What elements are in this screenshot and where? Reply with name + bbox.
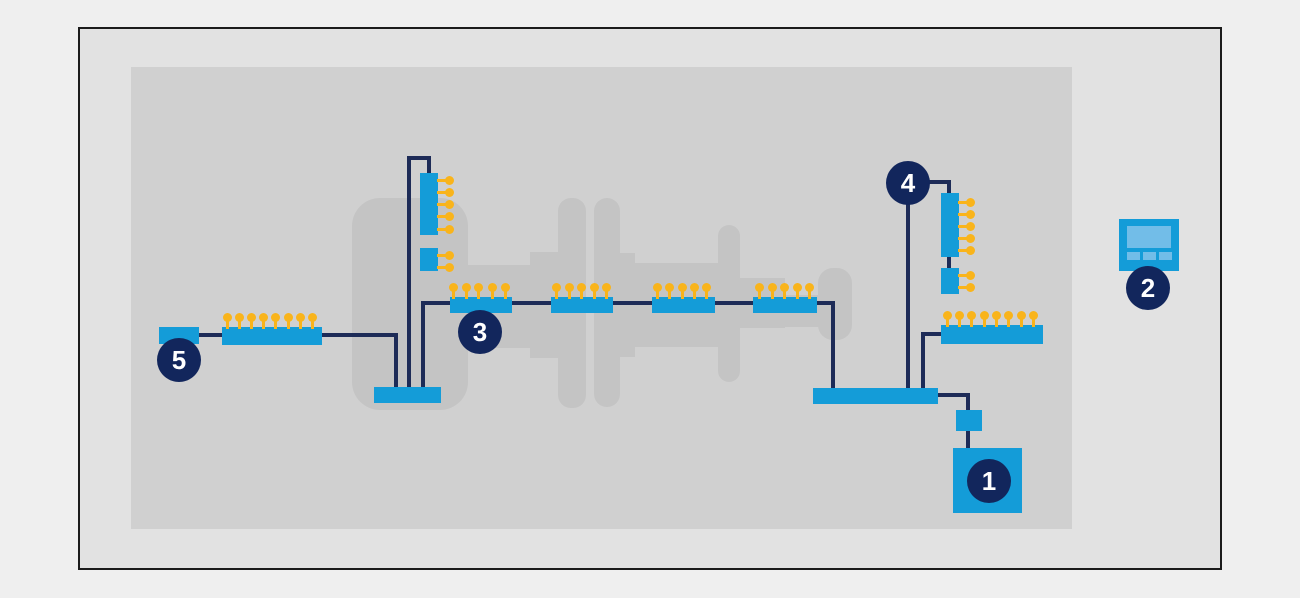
pin-icon [958,271,975,280]
bus-io-bar-2 [551,297,613,313]
bus-io-bar-3 [652,297,715,313]
cable-terminal-box-link [199,333,223,337]
cable-right-strip-horizontal [921,332,944,336]
pin-icon [437,263,454,272]
left-vertical-io-module-small [420,248,438,271]
pin-icon [437,200,454,209]
pin-icon [665,283,674,299]
cable-junction-to-coupler-horizontal [937,393,970,397]
callout-badge-1: 1 [967,459,1011,503]
pin-icon [958,222,975,231]
cable-bus-left-drop [421,301,425,389]
pin-icon [1004,311,1013,327]
pin-icon [488,283,497,299]
pin-icon [437,176,454,185]
pin-icon [780,283,789,299]
right-vertical-io-module [941,193,959,257]
pin-icon [501,283,510,299]
pin-icon [690,283,699,299]
pin-icon [474,283,483,299]
pin-icon [235,313,244,329]
pin-icon [702,283,711,299]
pin-icon [1029,311,1038,327]
bus-io-bar-4 [753,297,817,313]
left-junction-bar [374,387,441,403]
pin-icon [1017,311,1026,327]
pin-icon [577,283,586,299]
pin-icon [678,283,687,299]
cable-left-strip-to-junction [322,333,398,337]
pin-icon [958,283,975,292]
pin-icon [552,283,561,299]
cable-callout4-module-drop [947,180,951,195]
hmi-screen [1127,226,1171,248]
pin-icon [437,251,454,260]
cable-left-module-riser [407,156,411,389]
pin-icon [967,311,976,327]
hmi-button-1 [1127,252,1140,260]
cable-right-module-connector [947,257,951,269]
pin-icon [462,283,471,299]
right-vertical-io-module-small [941,268,959,294]
cable-bus-right-drop [831,301,835,389]
pin-icon [565,283,574,299]
hmi-display-device [1119,219,1179,271]
pin-icon [284,313,293,329]
pin-icon [955,311,964,327]
cable-left-strip-drop [394,333,398,389]
pin-icon [296,313,305,329]
callout-badge-5: 5 [157,338,201,382]
pin-icon [308,313,317,329]
cable-callout4-riser [906,202,910,389]
pin-icon [768,283,777,299]
left-io-terminal-strip [222,327,322,345]
pin-icon [805,283,814,299]
pin-icon [980,311,989,327]
pin-icon [958,234,975,243]
pin-icon [271,313,280,329]
cable-callout4-horizontal [926,180,951,184]
cable-coupler-drop-bottom [966,430,970,449]
pin-icon [793,283,802,299]
pin-icon [449,283,458,299]
pin-icon [958,210,975,219]
callout-badge-3: 3 [458,310,502,354]
pin-icon [437,188,454,197]
pin-icon [223,313,232,329]
hmi-button-3 [1159,252,1172,260]
pin-icon [437,212,454,221]
pin-icon [755,283,764,299]
cable-left-module-drop [427,158,431,174]
pin-icon [958,198,975,207]
pin-icon [992,311,1001,327]
cable-bus-horizontal [421,301,835,305]
pin-icon [247,313,256,329]
cable-left-module-top-horizontal [407,156,431,160]
pin-icon [958,246,975,255]
right-junction-bar [813,388,938,404]
callout-badge-2: 2 [1126,266,1170,310]
cable-right-strip-drop [921,332,925,389]
callout-badge-4: 4 [886,161,930,205]
left-vertical-io-module [420,173,438,235]
hmi-button-2 [1143,252,1156,260]
machine-silhouette-hub [620,253,635,357]
cable-coupler-drop-top [966,393,970,412]
right-io-terminal-strip [941,325,1043,344]
pin-icon [437,225,454,234]
pin-icon [943,311,952,327]
bus-io-bar-1 [450,297,512,313]
pin-icon [259,313,268,329]
pin-icon [602,283,611,299]
pin-icon [653,283,662,299]
pin-icon [590,283,599,299]
coupler-box [956,410,982,431]
